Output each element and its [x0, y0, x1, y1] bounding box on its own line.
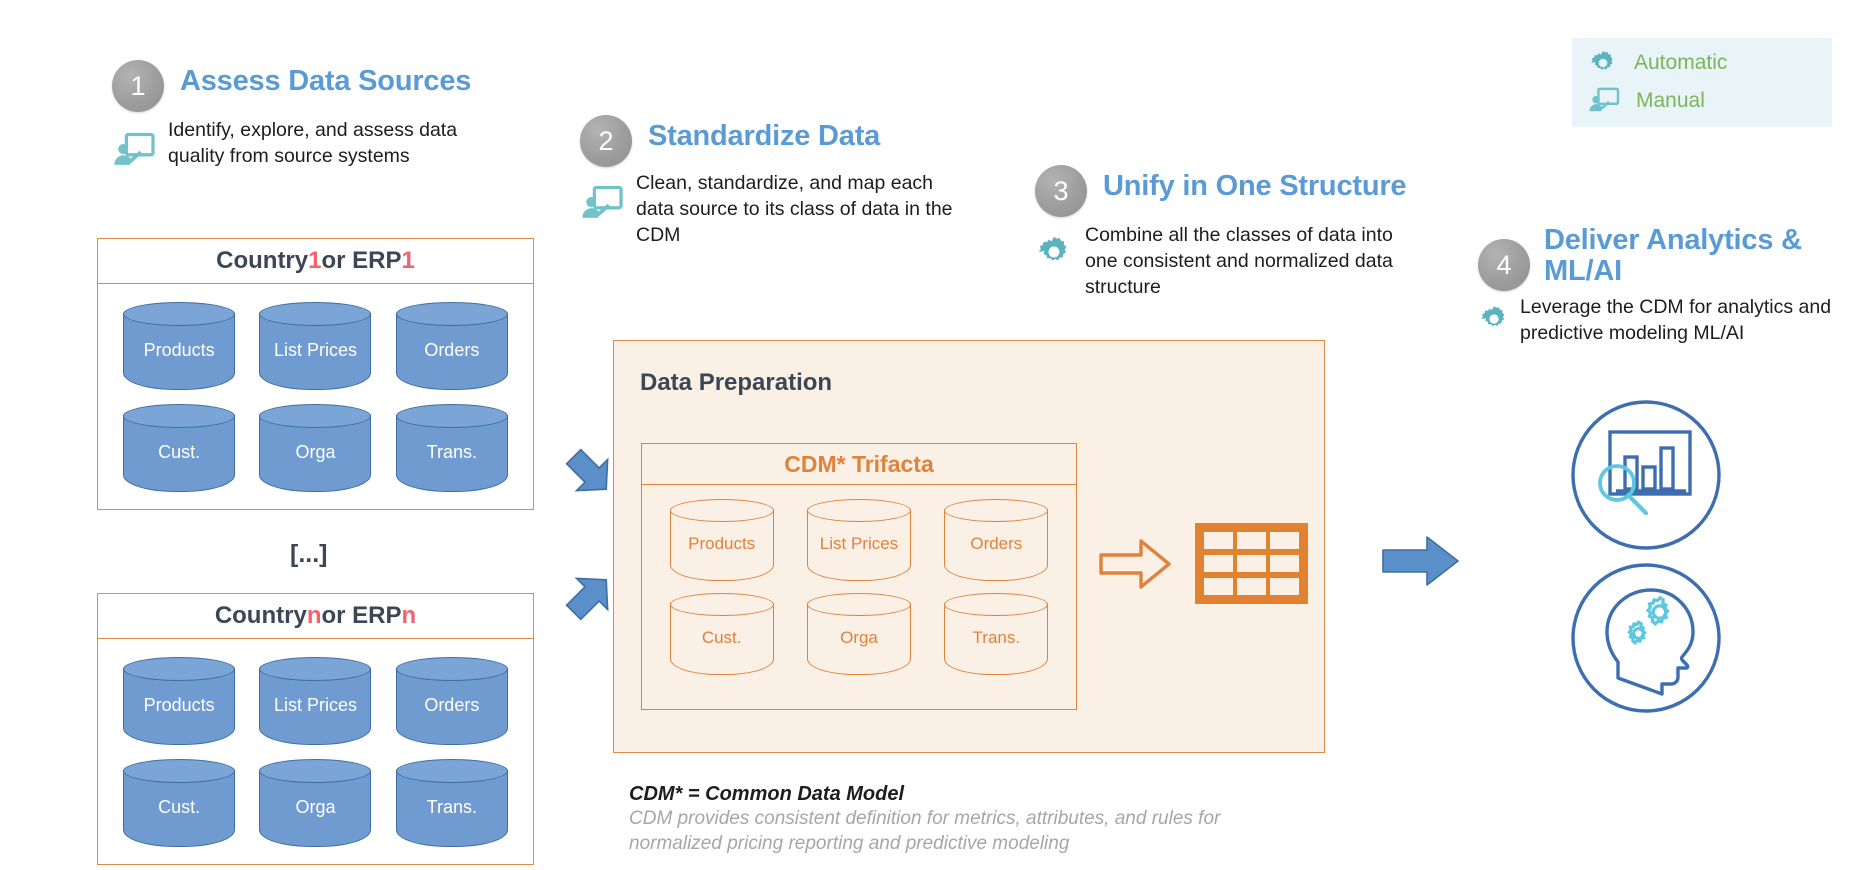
- step-2-title: Standardize Data: [648, 120, 881, 152]
- source-box-country-n: Country n or ERP n Products List Prices …: [97, 593, 534, 865]
- footnote: CDM* = Common Data Model CDM provides co…: [629, 783, 1329, 856]
- cdm-cylinder-label: Orga: [840, 628, 878, 648]
- footnote-line-2: normalized pricing reporting and predict…: [629, 833, 1070, 855]
- database-cylinder: Trans.: [395, 404, 508, 492]
- step-1-title: Assess Data Sources: [180, 65, 472, 97]
- cdm-cylinder: Orders: [944, 499, 1049, 581]
- feed-arrow-bottom: [549, 565, 621, 642]
- cylinder-label: Cust.: [158, 797, 201, 818]
- step-2-description: Clean, standardize, and map each data so…: [636, 172, 953, 246]
- gear-icon: [1035, 233, 1073, 271]
- cylinder-label: Trans.: [426, 797, 477, 818]
- step-2: 2 Standardize Data Clean, standardize, a…: [580, 115, 1000, 249]
- cylinder-label: Orga: [295, 797, 336, 818]
- database-cylinder: Products: [123, 302, 236, 390]
- database-cylinder: List Prices: [259, 657, 372, 745]
- arrow-right-outline-icon: [1098, 535, 1172, 598]
- data-preparation-title: Data Preparation: [640, 369, 833, 396]
- presenter-board-icon: [580, 185, 624, 223]
- cylinder-label: Orga: [295, 442, 336, 463]
- cdm-cylinder-label: Cust.: [701, 628, 742, 648]
- footnote-title: CDM* = Common Data Model: [629, 783, 905, 805]
- source-box-2-tables: Products List Prices Orders Cust. Orga T…: [98, 639, 533, 867]
- cylinder-label: List Prices: [273, 340, 357, 361]
- database-cylinder: Orders: [395, 657, 508, 745]
- gear-icon: [1478, 303, 1510, 335]
- presenter-board-icon: [112, 132, 156, 170]
- step-4-description: Leverage the CDM for analytics and predi…: [1520, 296, 1832, 344]
- legend-item-automatic: Automatic: [1588, 48, 1810, 78]
- source-box-1-tables: Products List Prices Orders Cust. Orga T…: [98, 284, 533, 512]
- database-cylinder: Orders: [395, 302, 508, 390]
- arrow-right-solid-icon: [1379, 530, 1463, 597]
- footnote-line-1: CDM provides consistent definition for m…: [629, 808, 1221, 829]
- step-3-title: Unify in One Structure: [1103, 170, 1407, 202]
- cdm-cylinder: List Prices: [806, 499, 911, 581]
- source-1-title-middle: or ERP: [321, 247, 402, 274]
- cylinder-label: Orders: [424, 695, 480, 716]
- source-2-index2: n: [401, 602, 417, 629]
- cdm-cylinder: Orga: [806, 593, 911, 675]
- cdm-cylinder-label: Orders: [970, 534, 1023, 554]
- source-2-index: n: [306, 602, 322, 629]
- step-1-description: Identify, explore, and assess data quali…: [168, 119, 458, 167]
- step-4-title: Deliver Analytics & ML/AI: [1544, 224, 1802, 288]
- source-2-title-middle: or ERP: [321, 602, 402, 629]
- source-box-1-title: Country 1 or ERP 1: [98, 239, 533, 284]
- cylinder-label: Trans.: [426, 442, 477, 463]
- source-1-index: 1: [308, 247, 322, 274]
- presenter-board-icon: [1588, 87, 1620, 115]
- database-cylinder: Orga: [259, 759, 372, 847]
- data-preparation-box: Data Preparation CDM* Trifacta Products …: [613, 340, 1325, 753]
- step-4: 4 Deliver Analytics & ML/AI Leverage the…: [1478, 224, 1856, 347]
- cylinder-label: Cust.: [158, 442, 201, 463]
- step-3-description: Combine all the classes of data into one…: [1085, 224, 1393, 298]
- step-1: 1 Assess Data Sources Identify, explore,…: [112, 60, 512, 170]
- step-2-number: 2: [580, 115, 632, 167]
- legend-label-manual: Manual: [1636, 89, 1705, 112]
- cdm-cylinder-label: Trans.: [972, 628, 1021, 648]
- source-1-title-prefix: Country: [216, 247, 309, 274]
- cdm-tables: Products List Prices Orders Cust. Orga T…: [642, 485, 1076, 691]
- source-1-index2: 1: [401, 247, 415, 274]
- database-cylinder: List Prices: [259, 302, 372, 390]
- source-box-2-title: Country n or ERP n: [98, 594, 533, 639]
- cdm-trifacta-box: CDM* Trifacta Products List Prices Order…: [641, 443, 1077, 710]
- cdm-cylinder: Cust.: [669, 593, 774, 675]
- sources-ellipsis: [...]: [290, 540, 328, 568]
- analytics-chart-search-icon: [1566, 395, 1726, 560]
- step-4-number: 4: [1478, 239, 1530, 291]
- legend-panel: Automatic Manual: [1572, 38, 1832, 127]
- step-3-number: 3: [1035, 165, 1087, 217]
- database-cylinder: Cust.: [123, 759, 236, 847]
- database-cylinder: Cust.: [123, 404, 236, 492]
- cdm-cylinder-label: List Prices: [819, 534, 899, 554]
- database-cylinder: Orga: [259, 404, 372, 492]
- table-grid-icon: [1193, 521, 1310, 611]
- cylinder-label: Products: [143, 340, 215, 361]
- legend-item-manual: Manual: [1588, 87, 1810, 115]
- cylinder-label: Orders: [424, 340, 480, 361]
- cylinder-label: Products: [143, 695, 215, 716]
- source-2-title-prefix: Country: [214, 602, 307, 629]
- step-3: 3 Unify in One Structure Combine all the…: [1035, 165, 1455, 301]
- database-cylinder: Products: [123, 657, 236, 745]
- feed-arrow-top: [549, 432, 621, 509]
- source-box-country-1: Country 1 or ERP 1 Products List Prices …: [97, 238, 534, 510]
- cdm-cylinder-label: Products: [688, 534, 756, 554]
- legend-label-automatic: Automatic: [1634, 51, 1728, 74]
- cdm-cylinder: Trans.: [944, 593, 1049, 675]
- cdm-title: CDM* Trifacta: [642, 444, 1076, 485]
- cdm-cylinder: Products: [669, 499, 774, 581]
- step-1-number: 1: [112, 60, 164, 112]
- database-cylinder: Trans.: [395, 759, 508, 847]
- cylinder-label: List Prices: [273, 695, 357, 716]
- gear-icon: [1588, 48, 1618, 78]
- ai-head-gears-icon: [1566, 558, 1726, 723]
